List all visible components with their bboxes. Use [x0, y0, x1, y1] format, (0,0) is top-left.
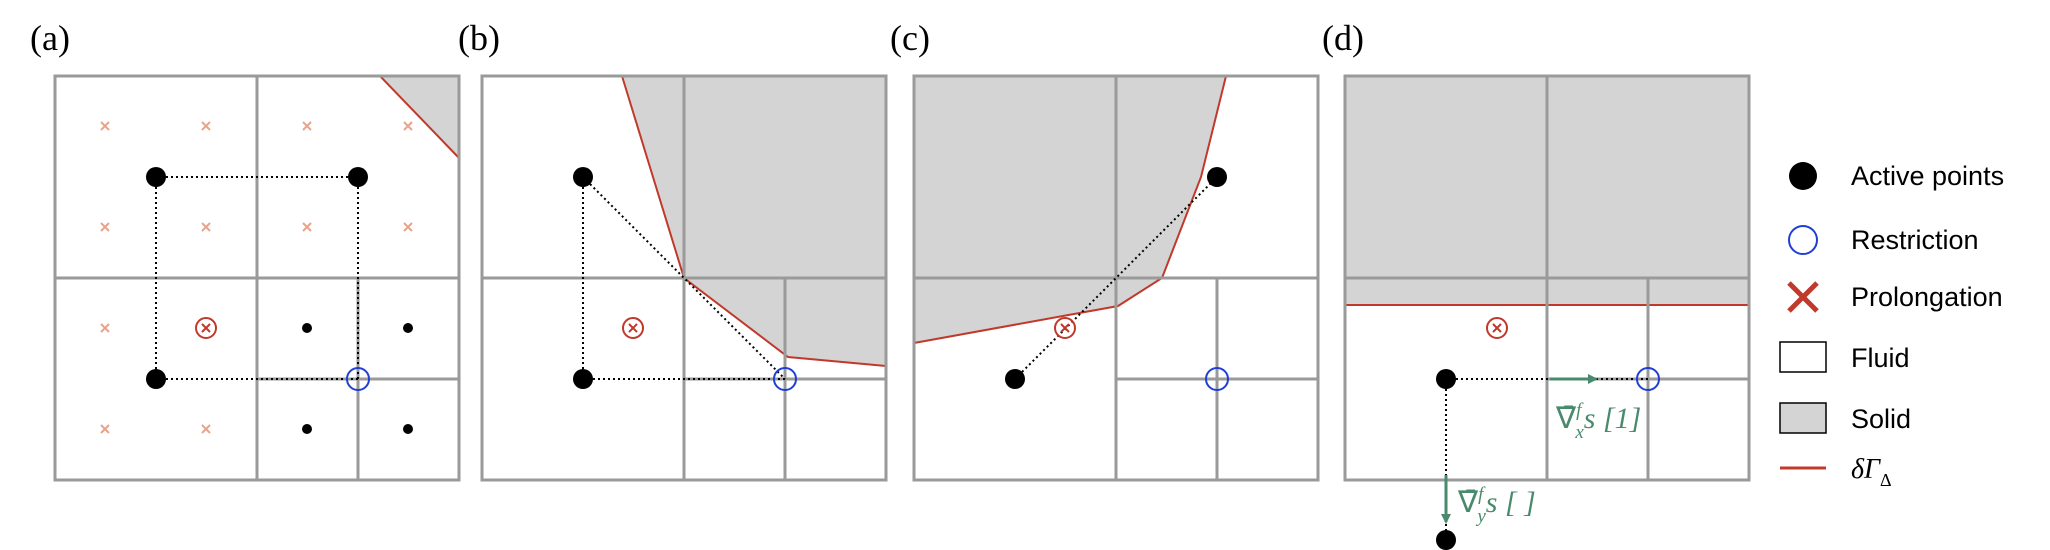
solid-region: [622, 76, 886, 366]
panel-c: (c): [890, 18, 1320, 482]
grid: [912, 74, 1320, 482]
gradient-x-nabla: ∇̄: [1555, 402, 1577, 435]
fluid-swatch: [1779, 341, 1827, 373]
grid: [480, 74, 888, 482]
legend-item-solid: Solid: [1779, 402, 1911, 434]
legend-label-fluid: Fluid: [1851, 343, 1910, 373]
fine-points: [302, 323, 413, 434]
legend-label-prolongation: Prolongation: [1851, 282, 2003, 312]
active-points: [573, 167, 593, 389]
legend-item-prolongation: Prolongation: [1787, 281, 2003, 313]
prolongation-target: [195, 317, 217, 339]
dotted-stencil: [582, 176, 786, 380]
restriction-point: [1205, 367, 1229, 391]
active-point-icon: [1789, 162, 1817, 190]
panel-d-label: (d): [1322, 18, 1364, 58]
dotted-stencil: [155, 176, 359, 380]
gradient-y-nabla: ∇̄: [1457, 486, 1479, 519]
gradient-y-sub: y: [1475, 506, 1486, 527]
interface-line: [379, 75, 460, 159]
gradient-y-sup: f: [1478, 484, 1486, 505]
legend-label-active-points: Active points: [1851, 161, 2004, 191]
solid-region: [914, 76, 1226, 343]
panel-c-label: (c): [890, 18, 930, 58]
legend-label-solid: Solid: [1851, 404, 1911, 434]
panel-b: (b): [458, 18, 888, 482]
legend-item-active-points: Active points: [1789, 161, 2004, 191]
panel-b-label: (b): [458, 18, 500, 58]
legend-interface-sub: Δ: [1880, 470, 1892, 490]
prolongation-target: [1054, 317, 1076, 339]
active-points: [1005, 167, 1227, 389]
restriction-point: [346, 367, 370, 391]
dotted-stencil: [1445, 378, 1648, 540]
legend-label-restriction: Restriction: [1851, 225, 1979, 255]
restriction-icon: [1788, 225, 1818, 255]
interface-line: [621, 75, 887, 367]
prolongation-cross-small: [100, 121, 413, 434]
legend-item-restriction: Restriction: [1788, 225, 1979, 255]
legend-item-interface: δΓΔ: [1780, 454, 1892, 490]
gradient-y-body: s [ ]: [1486, 486, 1536, 519]
active-points: [146, 167, 368, 389]
restriction-point: [1636, 367, 1660, 391]
legend-item-fluid: Fluid: [1779, 341, 1910, 373]
gradient-x-body: s [1]: [1584, 402, 1642, 435]
gradient-x-sub: x: [1574, 422, 1584, 443]
grid: [53, 74, 461, 482]
legend-label-interface: δΓΔ: [1851, 454, 1892, 490]
restriction-point: [773, 367, 797, 391]
panel-a: (a): [30, 18, 461, 482]
gradient-x-sup: f: [1576, 400, 1584, 421]
legend-interface-main: δΓ: [1851, 454, 1881, 485]
panel-a-label: (a): [30, 18, 70, 58]
prolongation-icon: [1787, 281, 1819, 313]
prolongation-target: [622, 317, 644, 339]
active-points: [1436, 369, 1456, 550]
solid-swatch: [1779, 402, 1827, 434]
prolongation-target: [1486, 317, 1508, 339]
legend: Active points Restriction Prolongation F…: [1779, 161, 2004, 490]
